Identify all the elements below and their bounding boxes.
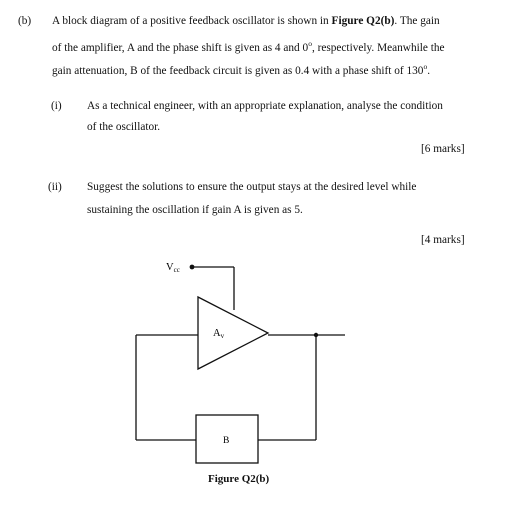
degree-sup-2: o bbox=[423, 62, 428, 71]
feedback-block-b bbox=[195, 414, 259, 464]
vcc-label: Vcc bbox=[166, 262, 180, 274]
question-line-2-post: , respectively. Meanwhile the bbox=[311, 41, 445, 54]
output-junction-dot bbox=[313, 332, 319, 338]
question-line-1: A block diagram of a positive feedback o… bbox=[52, 14, 440, 28]
amplifier-label: Av bbox=[213, 328, 225, 340]
part-i-line-1: As a technical engineer, with an appropr… bbox=[87, 100, 443, 112]
part-i-line-2: of the oscillator. bbox=[87, 121, 161, 133]
part-ii-line-1: Suggest the solutions to ensure the outp… bbox=[87, 181, 417, 193]
feedback-label: B bbox=[223, 436, 229, 446]
figure-caption: Figure Q2(b) bbox=[208, 473, 270, 485]
part-ii-line-2: sustaining the oscillation if gain A is … bbox=[87, 204, 303, 216]
question-line-1-post: . The gain bbox=[394, 15, 440, 27]
figure-reference: Figure Q2(b) bbox=[331, 15, 395, 27]
question-line-2-pre: of the amplifier, A and the phase shift … bbox=[52, 41, 309, 54]
vcc-terminal-dot bbox=[189, 264, 195, 270]
part-ii-marks: [4 marks] bbox=[421, 234, 465, 246]
amplifier-triangle bbox=[197, 295, 270, 371]
question-line-3-pre: gain attenuation, B of the feedback circ… bbox=[52, 64, 424, 77]
part-i-label: (i) bbox=[51, 100, 62, 112]
question-line-1-pre: A block diagram of a positive feedback o… bbox=[52, 15, 332, 27]
part-i-marks: [6 marks] bbox=[421, 143, 465, 155]
question-line-3-post: . bbox=[427, 64, 431, 77]
question-line-3: gain attenuation, B of the feedback circ… bbox=[52, 60, 430, 78]
question-label: (b) bbox=[18, 15, 32, 27]
part-ii-label: (ii) bbox=[48, 181, 62, 193]
degree-sup-1: o bbox=[308, 39, 312, 48]
question-line-2: of the amplifier, A and the phase shift … bbox=[52, 37, 445, 55]
